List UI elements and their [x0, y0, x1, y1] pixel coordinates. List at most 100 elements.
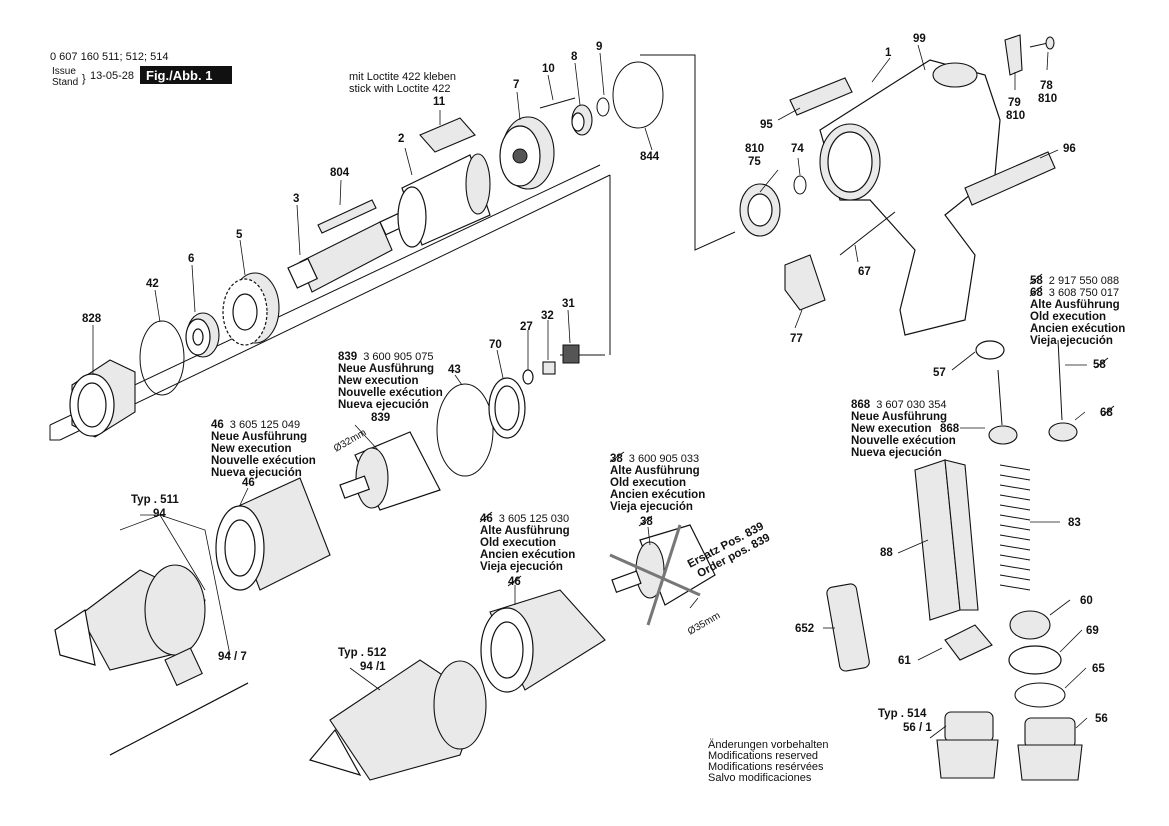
svg-text:Modifications reserved: Modifications reserved	[708, 750, 818, 762]
part-79-lever	[1004, 34, 1023, 76]
part-65-ring	[1014, 682, 1066, 708]
svg-text:Ancien exécution: Ancien exécution	[1030, 323, 1125, 335]
part-69-washer	[1008, 645, 1062, 675]
callout-99: 99	[913, 33, 926, 45]
callout-46-old: 46	[508, 576, 521, 588]
callout-810-b: 810	[1006, 110, 1025, 122]
callout-1: 1	[885, 47, 892, 59]
callout-67: 67	[858, 266, 871, 278]
issue-label: Issue	[52, 66, 76, 77]
callout-57: 57	[933, 367, 946, 379]
callout-810-a: 810	[745, 143, 764, 155]
callout-56: 56	[1095, 713, 1108, 725]
part-11-filter	[419, 117, 476, 153]
callout-7: 7	[513, 79, 519, 91]
part-96-label	[964, 151, 1056, 206]
part-46-clamp-nut-new	[215, 477, 331, 591]
callout-96: 96	[1063, 143, 1076, 155]
svg-text:Ancien exécution: Ancien exécution	[480, 549, 575, 561]
part-32-sleeve	[542, 361, 556, 375]
svg-text:Neue Ausführung: Neue Ausführung	[211, 431, 307, 443]
callout-75: 75	[748, 156, 761, 168]
svg-text:Ancien exécution: Ancien exécution	[610, 489, 705, 501]
callout-5: 5	[236, 229, 243, 241]
part-828-needle-bearing	[69, 359, 136, 438]
strike-marks	[479, 273, 1115, 587]
footer-note: Änderungen vorbehalten Modifications res…	[708, 739, 828, 784]
part-31-gear	[562, 344, 580, 364]
part-57-ring	[975, 340, 1005, 360]
callout-10: 10	[542, 63, 555, 75]
svg-text:Vieja ejecución: Vieja ejecución	[480, 561, 563, 573]
svg-text:Nouvelle exécution: Nouvelle exécution	[851, 435, 956, 447]
svg-text:Alte Ausführung: Alte Ausführung	[610, 465, 700, 477]
type-514-part: 56 / 1	[903, 722, 932, 734]
svg-text:}: }	[82, 73, 86, 85]
callout-60: 60	[1080, 595, 1093, 607]
part-38-motor-old	[609, 524, 716, 626]
type-514-label: Typ . 514	[878, 708, 927, 720]
type-512-part: 94 /1	[360, 661, 386, 673]
svg-text:New execution: New execution	[338, 375, 419, 387]
svg-text:Nueva ejecución: Nueva ejecución	[211, 467, 302, 479]
callout-42: 42	[146, 278, 159, 290]
svg-text:Vieja ejecución: Vieja ejecución	[1030, 335, 1113, 347]
callout-27: 27	[520, 321, 533, 333]
svg-text:463 605 125 049: 463 605 125 049	[211, 419, 300, 431]
svg-text:Modifications resérvées: Modifications resérvées	[708, 761, 824, 773]
svg-text:Vieja ejecución: Vieja ejecución	[610, 501, 693, 513]
part-58-valve-stem-old	[1048, 339, 1078, 442]
part-56-1-fitting	[936, 711, 999, 779]
callout-77: 77	[790, 333, 803, 345]
part-804-vane	[317, 199, 377, 234]
callout-61: 61	[898, 655, 911, 667]
svg-text:Old execution: Old execution	[1030, 311, 1106, 323]
part-numbers: 0 607 160 511; 512; 514	[50, 51, 168, 63]
svg-text:New execution: New execution	[211, 443, 292, 455]
svg-text:Salvo modificaciones: Salvo modificaciones	[708, 772, 812, 784]
callout-83: 83	[1068, 517, 1081, 529]
callout-70: 70	[489, 339, 502, 351]
type-511-part: 94	[153, 508, 166, 520]
callout-38: 38	[640, 516, 653, 528]
svg-text:Nueva ejecución: Nueva ejecución	[851, 447, 942, 459]
svg-text:582 917 550 088: 582 917 550 088	[1030, 275, 1119, 287]
part-74-ring	[793, 175, 807, 195]
dim-32mm: Ø32mm	[332, 427, 368, 454]
part-3-rotor	[287, 212, 405, 293]
part-868-valve-stem	[988, 369, 1018, 445]
callout-3: 3	[293, 193, 299, 205]
svg-text:Nouvelle exécution: Nouvelle exécution	[211, 455, 316, 467]
callout-828: 828	[82, 313, 102, 325]
type-labels: Typ . 511 94 94 / 7 Typ . 512 94 /1 Typ …	[131, 494, 932, 734]
part-1-housing	[819, 59, 1001, 336]
part-60-screen	[1009, 610, 1051, 640]
figure-badge	[140, 66, 232, 84]
part-83-spring	[999, 464, 1031, 591]
svg-text:463 605 125 030: 463 605 125 030	[480, 513, 569, 525]
figure-label: Fig./Abb. 1	[146, 68, 212, 83]
part-9-ring	[596, 97, 610, 117]
callout-2: 2	[398, 133, 404, 145]
part-94-1-chuck-512	[308, 659, 487, 781]
callout-68: 68	[1100, 407, 1113, 419]
part-77-trigger	[784, 254, 826, 311]
part-844-ring	[612, 61, 664, 129]
part-2-cylinder	[397, 153, 491, 248]
callout-8: 8	[571, 51, 578, 63]
stand-label: Stand	[52, 77, 78, 88]
svg-text:383 600 905 033: 383 600 905 033	[610, 453, 699, 465]
type-511-label: Typ . 511	[131, 494, 179, 506]
callout-95: 95	[760, 119, 773, 131]
callout-88: 88	[880, 547, 893, 559]
svg-text:683 608 750 017: 683 608 750 017	[1030, 287, 1119, 299]
svg-text:Alte Ausführung: Alte Ausführung	[1030, 299, 1120, 311]
dim-35mm: Ø35mm	[686, 610, 722, 637]
part-7-end-plate	[499, 116, 555, 190]
callout-numbers: 1 99 95 96 810 75 74 67 77 79 810 78 810…	[82, 33, 1113, 725]
